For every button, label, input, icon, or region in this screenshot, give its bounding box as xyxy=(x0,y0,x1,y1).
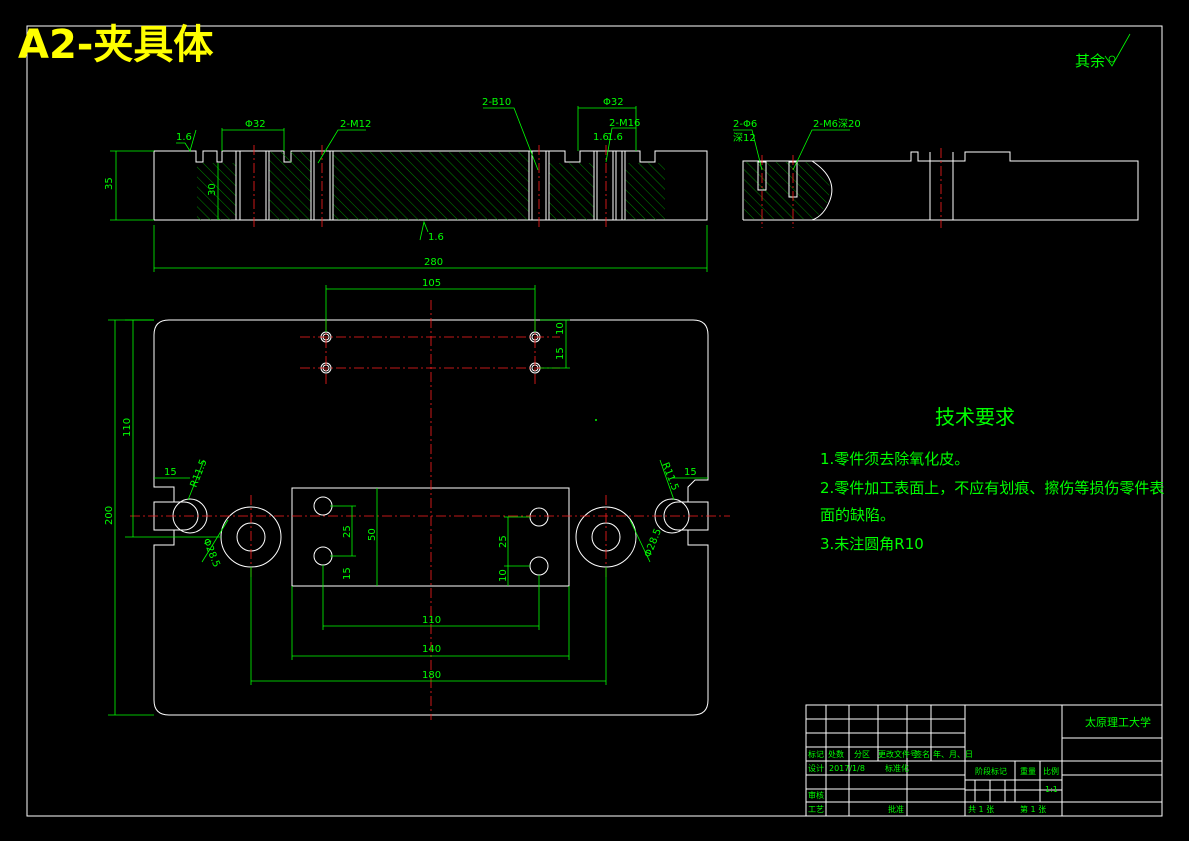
svg-text:1:1: 1:1 xyxy=(1045,785,1058,794)
svg-text:1.6: 1.6 xyxy=(176,132,192,143)
svg-text:140: 140 xyxy=(422,644,441,655)
svg-text:Φ32: Φ32 xyxy=(245,119,266,130)
svg-text:Φ28.5: Φ28.5 xyxy=(200,537,221,569)
svg-text:深12: 深12 xyxy=(733,132,756,144)
tech-req-item-2: 2.零件加工表面上，不应有划痕、擦伤等损伤零件表 xyxy=(820,479,1164,497)
svg-text:审核: 审核 xyxy=(808,790,824,800)
svg-text:30: 30 xyxy=(207,183,218,196)
svg-text:标准化: 标准化 xyxy=(885,763,909,773)
svg-text:1.6: 1.6 xyxy=(428,232,444,243)
svg-text:第 1 张: 第 1 张 xyxy=(1020,804,1046,814)
svg-text:Φ28.5: Φ28.5 xyxy=(643,527,664,559)
svg-text:180: 180 xyxy=(422,670,441,681)
tech-req-item-1: 1.零件须去除氧化皮。 xyxy=(820,450,969,468)
svg-text:处数: 处数 xyxy=(828,749,844,759)
drawing-title: A2-夹具体 xyxy=(18,22,213,68)
tech-req-item-3: 3.未注圆角R10 xyxy=(820,535,924,553)
surface-roughness-symbol: 其余 xyxy=(1075,33,1131,70)
title-block: 太原理工大学 标记 处数 分区 更改文件号 签名 年、月、日 设计 2017/1… xyxy=(805,704,1163,817)
svg-text:分区: 分区 xyxy=(854,750,870,759)
svg-text:太原理工大学: 太原理工大学 xyxy=(1085,715,1151,729)
svg-text:2-M6深20: 2-M6深20 xyxy=(813,118,861,130)
svg-text:15: 15 xyxy=(684,467,697,478)
svg-text:年、月、日: 年、月、日 xyxy=(933,749,973,759)
tech-req-item-2b: 面的缺陷。 xyxy=(820,506,895,524)
svg-text:2-M16: 2-M16 xyxy=(609,118,640,129)
svg-text:2017/1/8: 2017/1/8 xyxy=(829,764,865,773)
svg-text:50: 50 xyxy=(367,528,378,541)
svg-text:35: 35 xyxy=(104,177,115,190)
tech-req-heading: 技术要求 xyxy=(935,405,1015,429)
svg-text:110: 110 xyxy=(122,418,133,437)
svg-text:R11.5: R11.5 xyxy=(659,461,680,492)
svg-text:其余: 其余 xyxy=(1075,52,1105,70)
plan-view: 105 10 15 110 200 15 15 R11.5 R11.5 Φ28.… xyxy=(104,278,730,720)
svg-text:15: 15 xyxy=(555,347,566,360)
svg-text:R11.5: R11.5 xyxy=(189,458,210,489)
svg-text:标记: 标记 xyxy=(808,749,824,759)
svg-text:批准: 批准 xyxy=(888,804,904,814)
svg-text:2-B10: 2-B10 xyxy=(482,97,511,108)
svg-text:10: 10 xyxy=(555,322,566,335)
svg-text:共 1 张: 共 1 张 xyxy=(968,805,994,814)
svg-text:阶段标记: 阶段标记 xyxy=(975,766,1007,776)
svg-text:15: 15 xyxy=(164,467,177,478)
side-view: 2-Φ6 深12 2-M6深20 xyxy=(733,118,1139,228)
svg-text:25: 25 xyxy=(498,535,509,548)
front-view: 35 30 280 Φ32 1.6 2-M12 1.6 2-B10 Φ32 2-… xyxy=(104,97,708,272)
svg-text:设计: 设计 xyxy=(808,763,824,773)
svg-text:重量: 重量 xyxy=(1020,766,1036,776)
svg-text:110: 110 xyxy=(422,615,441,626)
svg-text:更改文件号: 更改文件号 xyxy=(878,749,918,759)
svg-text:105: 105 xyxy=(422,278,441,289)
svg-text:280: 280 xyxy=(424,257,443,268)
svg-text:工艺: 工艺 xyxy=(808,805,824,814)
svg-text:比例: 比例 xyxy=(1043,766,1059,776)
svg-text:1.6: 1.6 xyxy=(607,132,623,143)
svg-text:签名: 签名 xyxy=(914,749,930,759)
svg-text:10: 10 xyxy=(498,569,509,582)
tech-requirements: 技术要求 1.零件须去除氧化皮。 2.零件加工表面上，不应有划痕、擦伤等损伤零件… xyxy=(820,405,1164,553)
svg-text:15: 15 xyxy=(342,567,353,580)
svg-text:2-Φ6: 2-Φ6 xyxy=(733,119,757,130)
svg-text:25: 25 xyxy=(342,525,353,538)
outer-frame xyxy=(26,25,1163,817)
svg-text:2-M12: 2-M12 xyxy=(340,119,371,130)
svg-text:1.6: 1.6 xyxy=(593,132,609,143)
svg-text:200: 200 xyxy=(104,506,115,525)
svg-text:Φ32: Φ32 xyxy=(603,97,624,108)
